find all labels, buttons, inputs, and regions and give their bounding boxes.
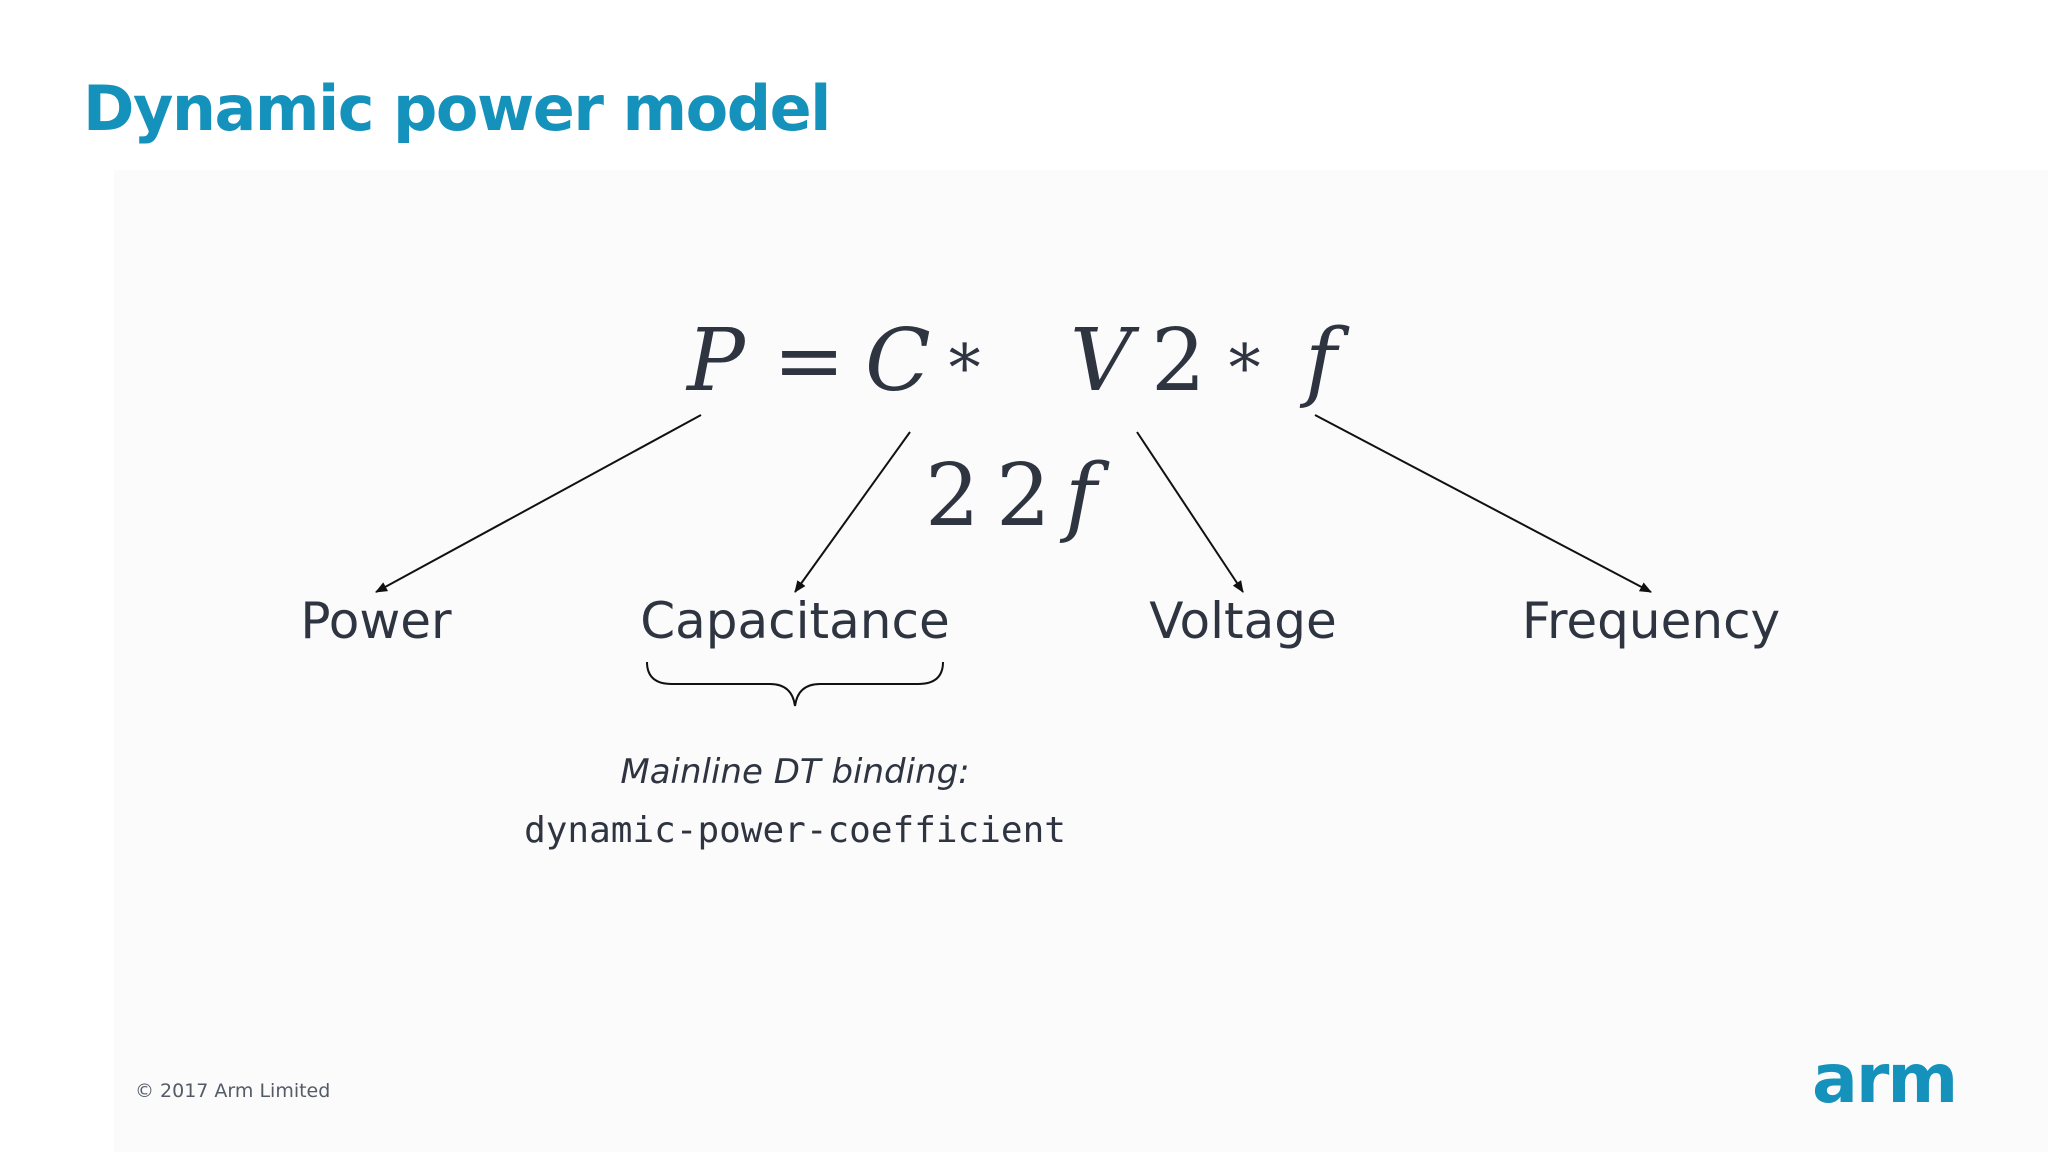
equation-f: f	[1305, 311, 1337, 411]
copyright-notice: © 2017 Arm Limited	[135, 1080, 331, 1102]
equation-c: C	[865, 311, 931, 411]
subscript-two-b: 2	[996, 446, 1051, 546]
arrow-to-voltage	[1136, 431, 1244, 593]
subscript-two-a: 2	[925, 446, 980, 546]
slide-background	[114, 170, 2048, 1152]
dt-binding-caption: Mainline DT binding:	[620, 752, 970, 792]
equation-p: P	[687, 311, 745, 411]
dt-binding-name: dynamic-power-coefficient	[524, 810, 1066, 851]
arm-logo: arm	[1812, 1040, 1958, 1119]
arrow-to-capacitance	[794, 431, 911, 593]
capacitance-brace	[646, 661, 944, 707]
equation-times-2: ∗	[1223, 319, 1267, 393]
equation-v: V	[1070, 311, 1133, 411]
slide-title: Dynamic power model	[83, 72, 831, 145]
arrow-to-power	[375, 414, 702, 593]
equation-exponent-2: 2	[1151, 311, 1206, 411]
arrow-to-frequency	[1314, 414, 1652, 593]
label-frequency: Frequency	[1521, 592, 1781, 650]
label-power: Power	[300, 592, 452, 650]
label-capacitance: Capacitance	[640, 592, 950, 650]
equation-equals: =	[773, 311, 846, 411]
subscript-f: f	[1065, 446, 1097, 546]
equation-times-1: ∗	[943, 319, 987, 393]
label-voltage: Voltage	[1149, 592, 1337, 650]
